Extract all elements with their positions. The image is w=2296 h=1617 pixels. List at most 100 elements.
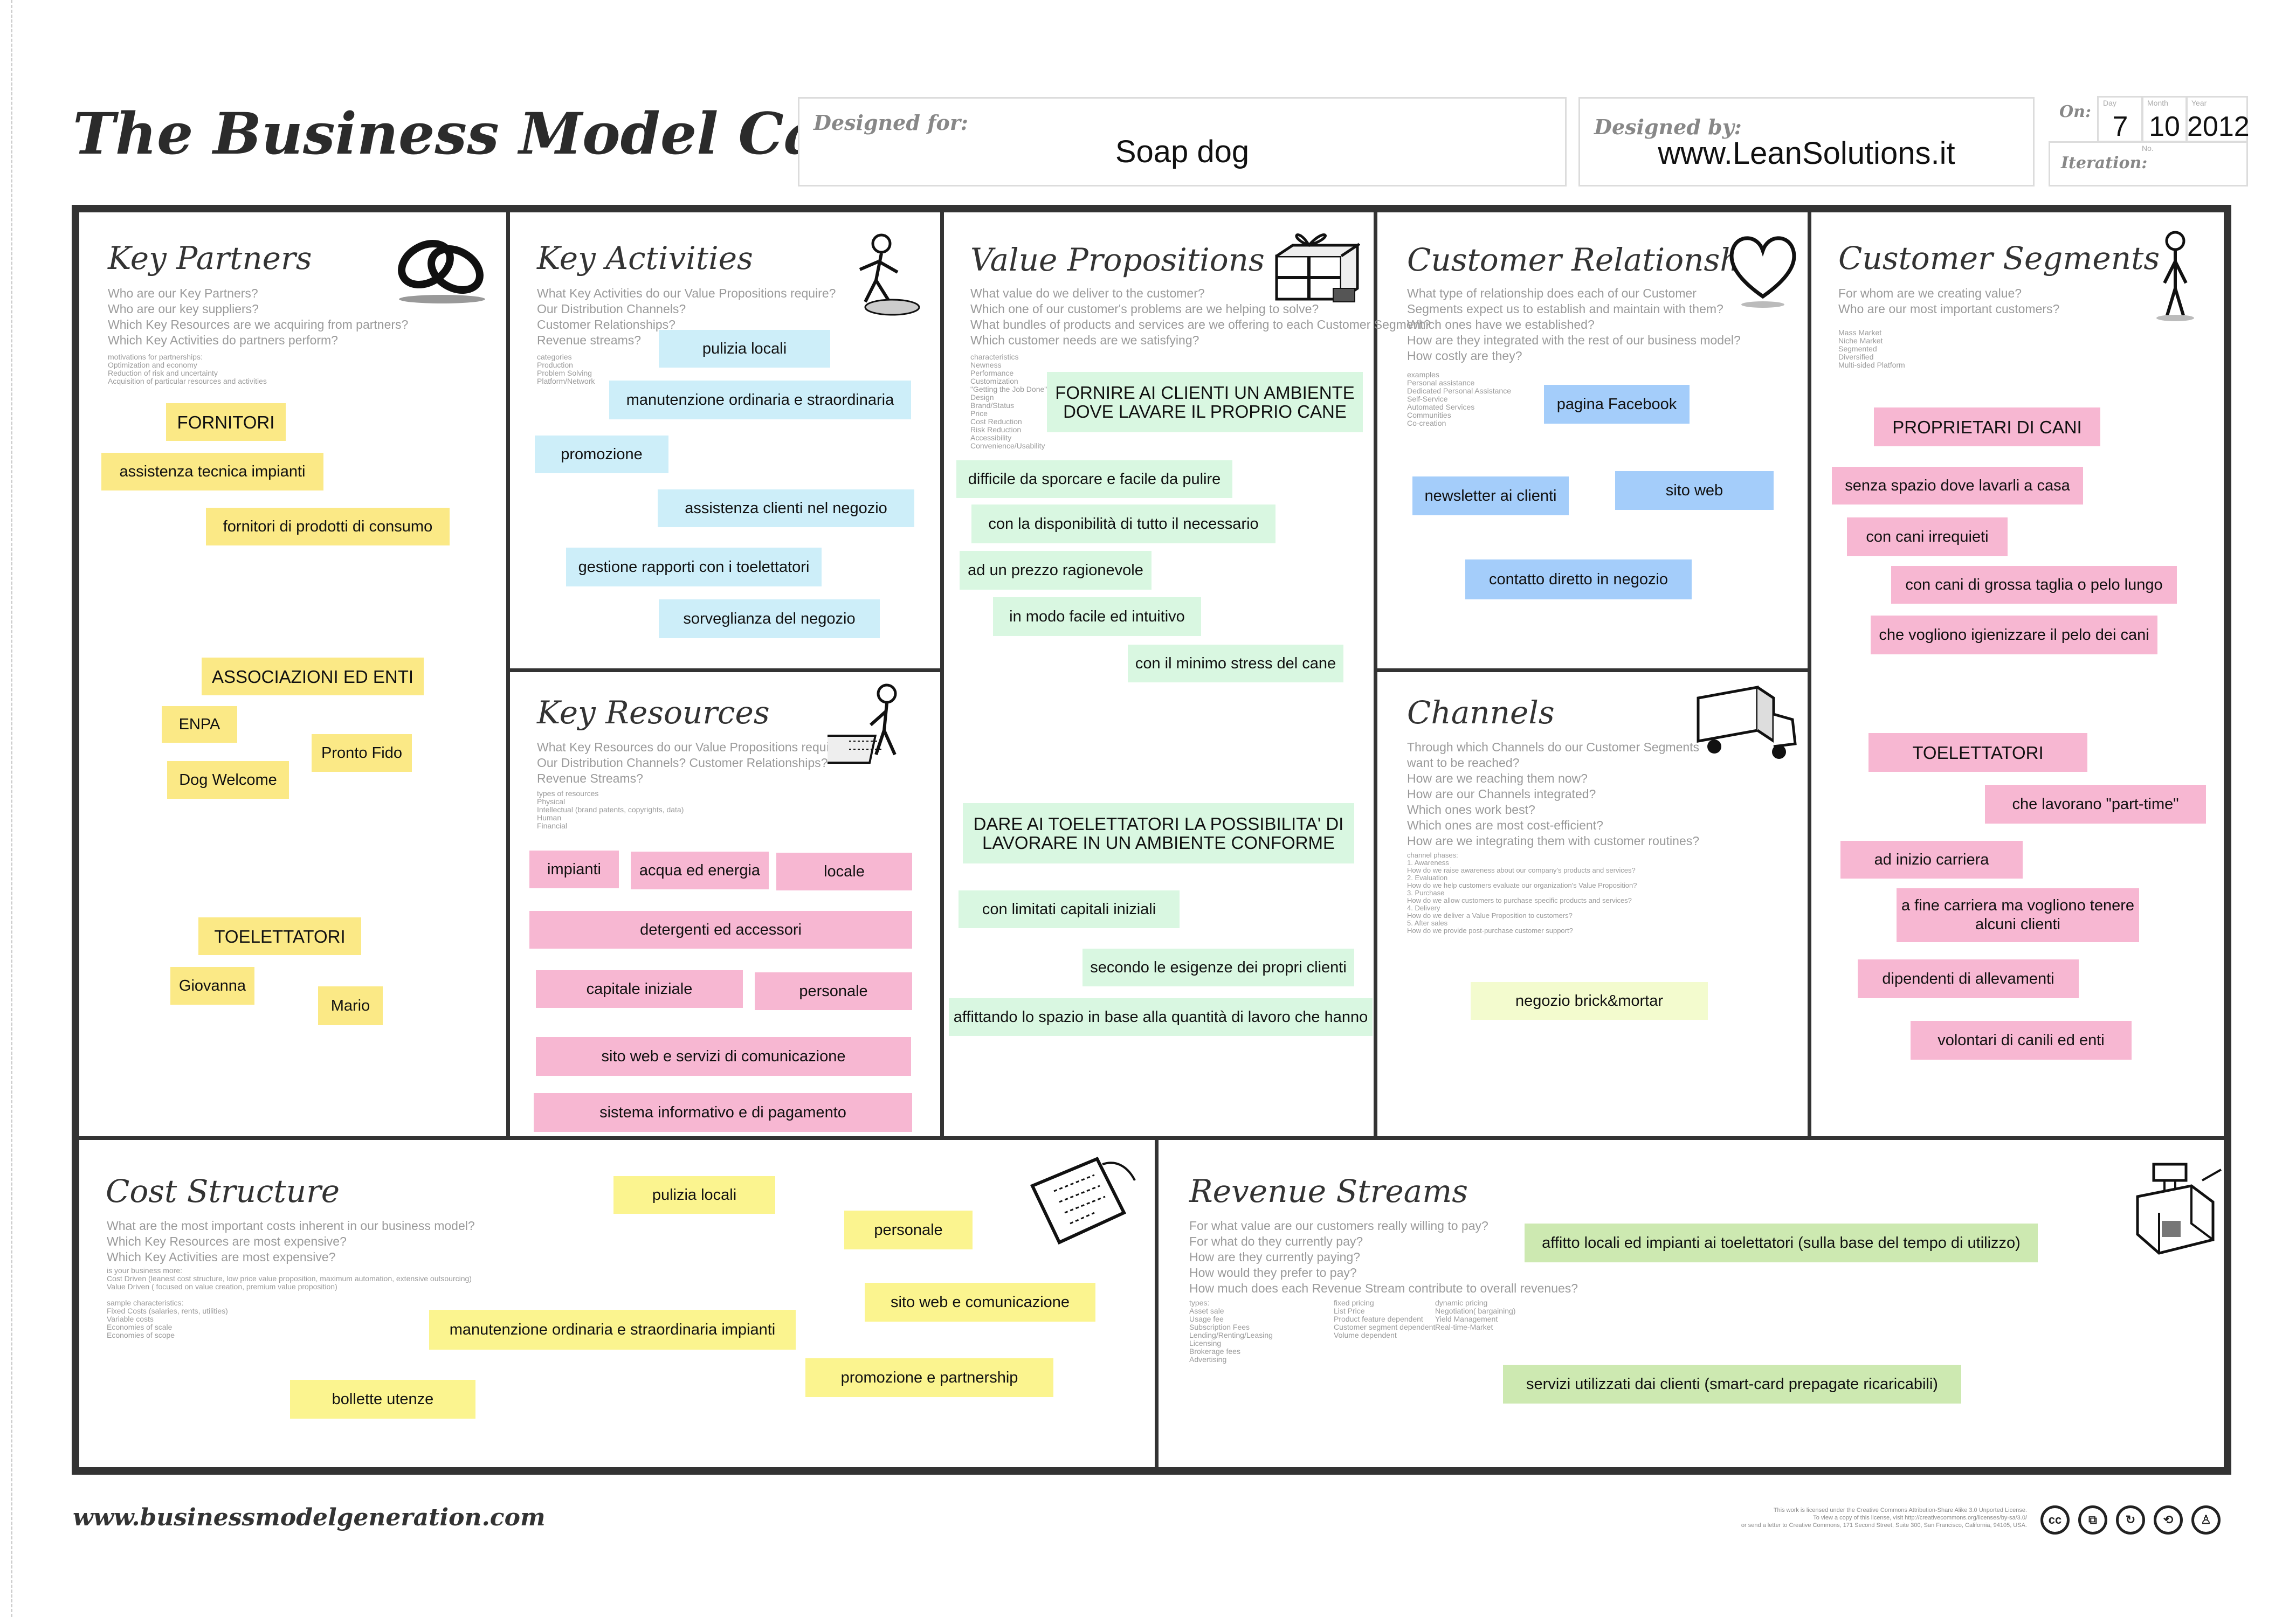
year-label: Year [2191, 99, 2207, 107]
designed-for-box[interactable]: Designed for: Soap dog [798, 97, 1567, 186]
note-vp[interactable]: affittando lo spazio in base alla quanti… [949, 998, 1373, 1036]
month-label: Month [2147, 99, 2168, 107]
note-vp[interactable]: ad un prezzo ragionevole [960, 551, 1152, 590]
note-kr[interactable]: capitale iniziale [536, 970, 743, 1008]
note-cost[interactable]: promozione e partnership [805, 1358, 1053, 1397]
note-cr[interactable]: sito web [1615, 471, 1774, 510]
worker-with-crate-icon [828, 683, 897, 764]
note-vp[interactable]: in modo facile ed intuitivo [993, 597, 1201, 636]
iteration-field[interactable]: Iteration: No. [2049, 141, 2248, 186]
cost-structure-title: Cost Structure [106, 1173, 340, 1210]
note-vp[interactable]: con il minimo stress del cane [1128, 645, 1343, 682]
share-icon[interactable]: ⧉ [2078, 1505, 2107, 1535]
note-cs[interactable]: volontari di canili ed enti [1911, 1021, 2132, 1060]
day-value: 7 [2112, 111, 2128, 142]
note-ch[interactable]: negozio brick&mortar [1471, 982, 1708, 1020]
note-cs[interactable]: ad inizio carriera [1840, 841, 2023, 879]
designed-by-box[interactable]: Designed by: www.LeanSolutions.it [1578, 97, 2035, 186]
note-cs[interactable]: che lavorano "part-time" [1985, 785, 2206, 824]
note-kp[interactable]: Mario [318, 986, 383, 1025]
key-resources-questions: What Key Resources do our Value Proposit… [537, 740, 847, 785]
note-rev[interactable]: affitto locali ed impianti ai toelettato… [1525, 1224, 2038, 1262]
note-kp[interactable]: ENPA [162, 706, 237, 743]
cost-structure-small: is your business more: Cost Driven (lean… [107, 1266, 472, 1339]
note-kr[interactable]: locale [776, 853, 912, 890]
note-kp[interactable]: Pronto Fido [312, 734, 412, 772]
worker-icon [859, 233, 920, 316]
note-kr[interactable]: sistema informativo e di pagamento [534, 1093, 912, 1132]
note-vp[interactable]: difficile da sporcare e facile da pulire [956, 460, 1232, 498]
note-rev[interactable]: servizi utilizzati dai clienti (smart-ca… [1503, 1365, 1961, 1404]
note-cs[interactable]: PROPRIETARI DI CANI [1874, 407, 2100, 446]
remix-icon[interactable]: ↻ [2116, 1505, 2145, 1535]
note-kp[interactable]: FORNITORI [166, 403, 286, 441]
note-cost[interactable]: bollette utenze [290, 1380, 475, 1419]
note-cost[interactable]: manutenzione ordinaria e straordinaria i… [429, 1310, 796, 1350]
note-cs[interactable]: con cani irrequieti [1847, 517, 2008, 556]
note-vp[interactable]: con la disponibilità di tutto il necessa… [971, 505, 1275, 543]
note-ka[interactable]: promozione [535, 436, 668, 473]
revenue-streams-types: types: Asset sale Usage fee Subscription… [1189, 1298, 1273, 1364]
note-ka[interactable]: sorveglianza del negozio [659, 599, 880, 638]
note-kr[interactable]: acqua ed energia [631, 852, 769, 889]
license-text: This work is licensed under the Creative… [1741, 1507, 2027, 1529]
note-kp[interactable]: assistenza tecnica impianti [101, 453, 323, 490]
note-cs[interactable]: con cani di grossa taglia o pelo lungo [1891, 566, 2177, 604]
note-kr[interactable]: detergenti ed accessori [529, 911, 912, 949]
note-cs[interactable]: a fine carriera ma vogliono tenere alcun… [1897, 888, 2139, 942]
note-cs[interactable]: senza spazio dove lavarli a casa [1832, 467, 2083, 505]
divider [1374, 210, 1377, 1138]
revenue-streams-questions: For what value are our customers really … [1189, 1219, 1578, 1295]
note-kp[interactable]: Giovanna [170, 967, 254, 1005]
note-ka[interactable]: pulizia locali [659, 330, 830, 368]
channels-small: channel phases: 1. Awareness How do we r… [1407, 851, 1637, 935]
note-vp[interactable]: FORNIRE AI CLIENTI UN AMBIENTE DOVE LAVA… [1047, 372, 1363, 432]
revenue-streams-title: Revenue Streams [1189, 1173, 1468, 1210]
cash-register-icon [2136, 1163, 2222, 1255]
note-cost[interactable]: sito web e comunicazione [865, 1283, 1095, 1322]
note-kr[interactable]: impianti [529, 851, 619, 888]
designed-by-value: www.LeanSolutions.it [1658, 136, 1955, 171]
note-ka[interactable]: gestione rapporti con i toelettatori [566, 548, 822, 586]
footer-url[interactable]: www.businessmodelgeneration.com [73, 1504, 546, 1531]
heart-icon [1729, 236, 1796, 308]
note-vp[interactable]: secondo le esigenze dei propri clienti [1083, 949, 1354, 986]
month-value: 10 [2149, 111, 2180, 142]
note-kp[interactable]: Dog Welcome [167, 761, 289, 799]
note-cs[interactable]: che vogliono igienizzare il pelo dei can… [1871, 616, 2157, 654]
note-ka[interactable]: manutenzione ordinaria e straordinaria [609, 381, 911, 419]
note-kp[interactable]: fornitori di prodotti di consumo [206, 508, 450, 545]
canvas-frame [72, 205, 2231, 1475]
cost-structure-questions: What are the most important costs inhere… [107, 1219, 475, 1264]
note-cr[interactable]: newsletter ai clienti [1412, 476, 1569, 515]
value-propositions-questions: What value do we deliver to the customer… [970, 286, 1431, 347]
note-ka[interactable]: assistenza clienti nel negozio [658, 489, 914, 527]
note-cs[interactable]: dipendenti di allevamenti [1858, 959, 2079, 998]
note-cost[interactable]: personale [844, 1211, 973, 1249]
note-kp[interactable]: TOELETTATORI [198, 917, 361, 955]
note-kr[interactable]: personale [755, 972, 912, 1010]
divider [1808, 210, 1811, 1138]
year-field[interactable]: Year 2012 [2185, 96, 2250, 142]
day-field[interactable]: Day 7 [2097, 96, 2143, 142]
note-cr[interactable]: pagina Facebook [1544, 385, 1690, 424]
note-cr[interactable]: contatto diretto in negozio [1465, 559, 1692, 599]
note-cs[interactable]: TOELETTATORI [1868, 733, 2087, 772]
key-activities-questions: What Key Activities do our Value Proposi… [537, 286, 836, 347]
cc-icon[interactable]: cc [2040, 1505, 2070, 1535]
sharealike-icon[interactable]: ⟲ [2154, 1505, 2183, 1535]
key-activities-title: Key Activities [537, 240, 753, 277]
note-kp[interactable]: ASSOCIAZIONI ED ENTI [202, 658, 424, 695]
iteration-label: Iteration: [2061, 154, 2148, 172]
month-field[interactable]: Month 10 [2141, 96, 2188, 142]
customer-segments-small: Mass Market Niche Market Segmented Diver… [1838, 328, 1905, 369]
designed-for-label: Designed for: [813, 110, 968, 135]
note-kr[interactable]: sito web e servizi di comunicazione [536, 1037, 911, 1076]
note-vp[interactable]: con limitati capitali iniziali [959, 890, 1180, 928]
note-vp[interactable]: DARE AI TOELETTATORI LA POSSIBILITA' DI … [963, 803, 1354, 863]
person-icon [2156, 231, 2194, 321]
note-cost[interactable]: pulizia locali [613, 1176, 775, 1214]
key-partners-small: motivations for partnerships: Optimizati… [108, 353, 267, 385]
attribution-icon[interactable]: ♙ [2191, 1505, 2221, 1535]
key-resources-small: types of resources Physical Intellectual… [537, 789, 684, 830]
